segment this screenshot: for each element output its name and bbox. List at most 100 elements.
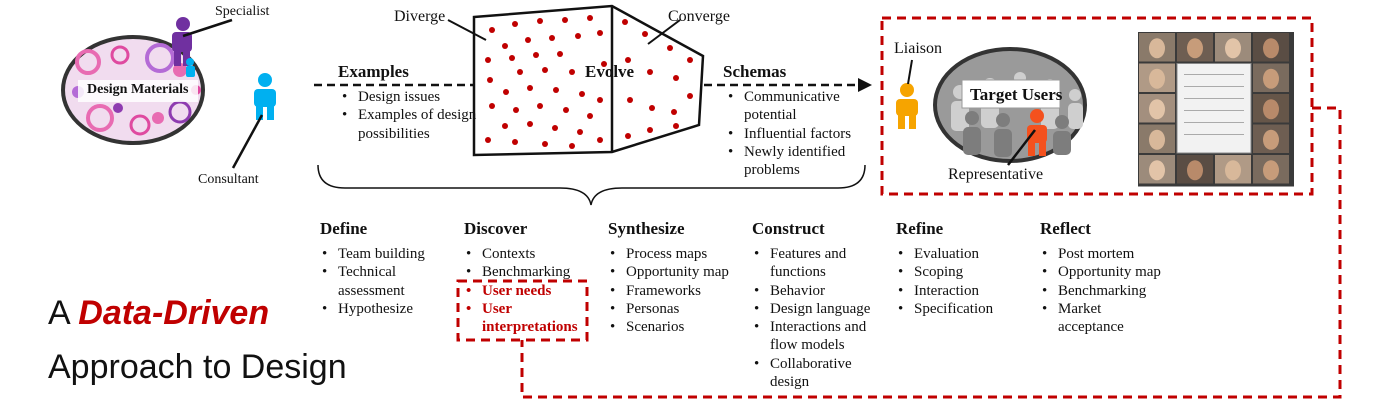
stage-highlighted-item: User needs xyxy=(466,282,587,301)
participant-face xyxy=(1187,160,1203,181)
idea-dot xyxy=(549,35,555,41)
participant-face xyxy=(1263,129,1279,150)
liaison-label: Liaison xyxy=(894,40,942,57)
idea-dot xyxy=(673,123,679,129)
idea-dot xyxy=(569,143,575,149)
idea-dot xyxy=(625,133,631,139)
stage-title: Define xyxy=(320,219,368,238)
participant-face xyxy=(1263,160,1279,181)
idea-dot xyxy=(485,137,491,143)
participant-face xyxy=(1149,129,1165,150)
specialist-label: Specialist xyxy=(215,4,270,19)
stage-item: Market acceptance xyxy=(1042,300,1170,337)
idea-dot xyxy=(667,45,673,51)
stage-item: Benchmarking xyxy=(1042,282,1170,301)
idea-dot xyxy=(517,69,523,75)
stage-item: Process maps xyxy=(610,245,743,264)
stage-item: Post mortem xyxy=(1042,245,1170,264)
liaison-leader-line xyxy=(907,59,913,85)
participant-face xyxy=(1149,99,1165,120)
diverge-leader-line xyxy=(447,19,487,41)
stage-item: Evaluation xyxy=(898,245,1026,264)
idea-dot xyxy=(597,97,603,103)
representative-leader-line xyxy=(1007,129,1036,166)
idea-dot xyxy=(649,105,655,111)
stage-item: Frameworks xyxy=(610,282,743,301)
stage-define: Define Team building Technical assessmen… xyxy=(320,219,450,318)
participant-face xyxy=(1263,38,1279,59)
participant-face xyxy=(1263,99,1279,120)
stage-item: Scoping xyxy=(898,263,1026,282)
idea-dot xyxy=(622,19,628,25)
target-users-crowd xyxy=(933,47,1087,163)
idea-dot xyxy=(542,141,548,147)
idea-dot xyxy=(527,121,533,127)
grouping-brace xyxy=(317,164,866,206)
converge-label: Converge xyxy=(668,8,730,25)
participant-face xyxy=(1149,38,1165,59)
idea-dot xyxy=(552,125,558,131)
stage-highlighted-list: User needs User interpretations xyxy=(464,282,587,337)
stage-construct: Construct Features and functions Behavio… xyxy=(752,219,882,391)
consultant-leader-line xyxy=(231,114,264,169)
target-users-box xyxy=(880,16,1314,196)
idea-dot xyxy=(647,127,653,133)
idea-dot xyxy=(502,123,508,129)
idea-dot xyxy=(537,103,543,109)
participant-face xyxy=(1225,160,1241,181)
slide-title-line2: Approach to Design xyxy=(48,348,347,386)
stage-item: Contexts xyxy=(466,245,594,264)
examples-item: Design issues xyxy=(342,88,478,107)
idea-dot xyxy=(642,31,648,37)
idea-dot xyxy=(587,15,593,21)
idea-dot xyxy=(597,137,603,143)
idea-dot xyxy=(502,43,508,49)
schemas-item: Newly identified problems xyxy=(728,143,880,180)
schemas-list: Communicative potential Influential fact… xyxy=(726,88,880,179)
schemas-item: Influential factors xyxy=(728,125,880,144)
specialist-leader-line xyxy=(182,18,233,38)
idea-dot xyxy=(557,51,563,57)
target-users-label: Target Users xyxy=(970,85,1063,104)
stage-item: Technical assessment xyxy=(322,263,450,300)
stage-item: Interaction xyxy=(898,282,1026,301)
specialist-icon-blue xyxy=(186,58,195,77)
design-materials-image xyxy=(61,35,205,145)
stage-item: Personas xyxy=(610,300,743,319)
stage-title: Construct xyxy=(752,219,825,238)
participant-face xyxy=(1187,38,1203,59)
stage-list: Team building Technical assessment Hypot… xyxy=(320,245,450,318)
stage-list: Contexts Benchmarking xyxy=(464,245,594,282)
stage-title: Discover xyxy=(464,219,528,238)
schemas-title: Schemas xyxy=(723,62,787,81)
idea-dot xyxy=(671,109,677,115)
idea-dot xyxy=(577,129,583,135)
participant-face xyxy=(1225,38,1241,59)
idea-dot xyxy=(513,107,519,113)
idea-dot xyxy=(579,91,585,97)
stage-item: Hypothesize xyxy=(322,300,450,319)
idea-dot xyxy=(527,85,533,91)
stage-item: Features and functions xyxy=(754,245,882,282)
idea-dot xyxy=(537,18,543,24)
consultant-label: Consultant xyxy=(198,172,259,187)
stage-item: Benchmarking xyxy=(466,263,594,282)
stage-refine: Refine Evaluation Scoping Interaction Sp… xyxy=(896,219,1026,318)
stage-item: Opportunity map xyxy=(1042,263,1170,282)
examples-list: Design issues Examples of design possibi… xyxy=(340,88,478,143)
participant-face xyxy=(1263,68,1279,89)
stage-item: Design language xyxy=(754,300,882,319)
diverge-label: Diverge xyxy=(394,8,446,25)
idea-dot xyxy=(563,107,569,113)
idea-dot xyxy=(512,21,518,27)
stage-item: Scenarios xyxy=(610,318,743,337)
participant-face xyxy=(1149,160,1165,181)
stage-discover: Discover Contexts Benchmarking User need… xyxy=(464,219,594,336)
feedback-connector xyxy=(520,106,1342,399)
idea-dot xyxy=(525,37,531,43)
stage-item: Interactions and flow models xyxy=(754,318,882,355)
idea-dot xyxy=(512,139,518,145)
consultant-icon xyxy=(254,73,276,120)
idea-dot xyxy=(687,93,693,99)
stage-list: Evaluation Scoping Interaction Specifica… xyxy=(896,245,1026,318)
